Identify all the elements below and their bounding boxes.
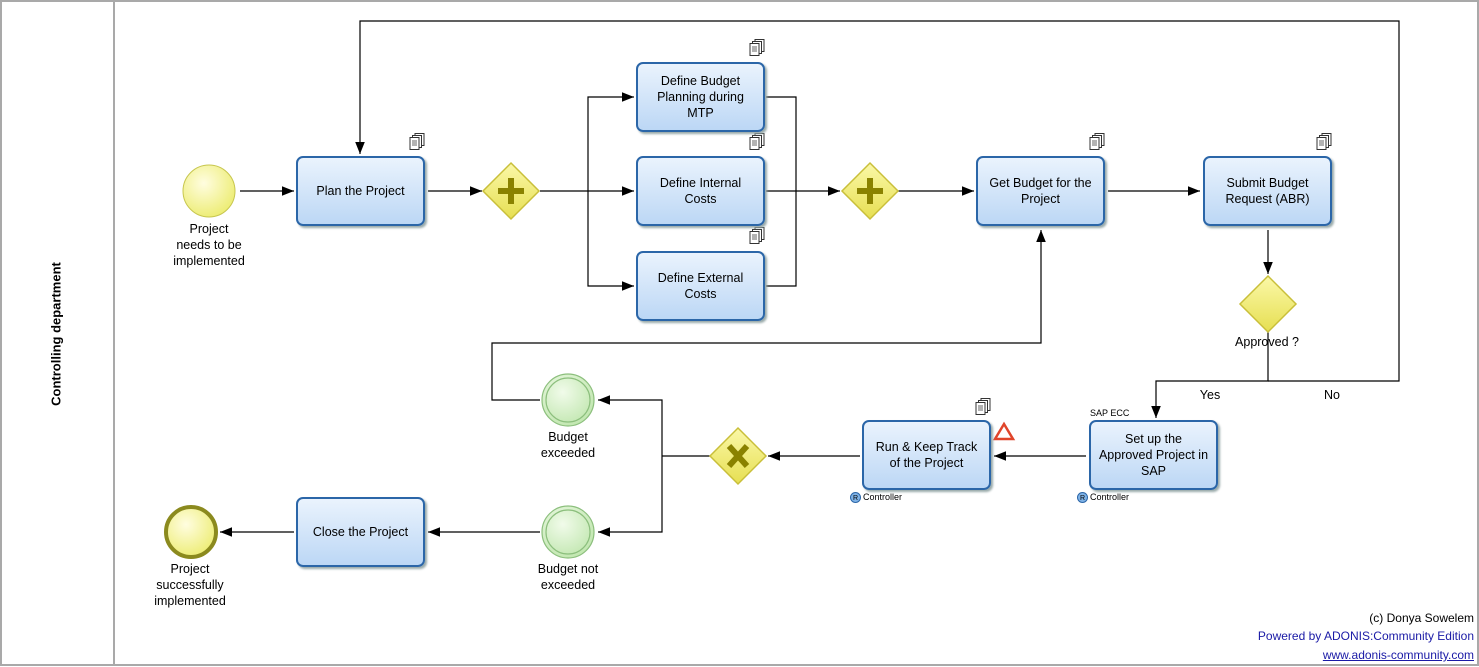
budget-not-exceeded-label: Budget not exceeded	[537, 562, 599, 592]
parallel-gateway-join	[840, 161, 900, 221]
flow-split-to-external	[587, 191, 634, 291]
task-submit-budget-request[interactable]: Submit Budget Request (ABR)	[1203, 156, 1332, 226]
flow-xor-to-not-exceeded	[598, 456, 663, 537]
document-stack-icon	[1316, 133, 1332, 150]
risk-warning-icon	[992, 421, 1016, 441]
exclusive-gateway-budget-check	[708, 426, 768, 486]
role-icon: R	[850, 492, 861, 504]
lane-divider	[113, 0, 115, 664]
copyright-text: (c) Donya Sowelem	[1369, 611, 1474, 625]
start-event	[182, 164, 236, 218]
role-icon: R	[1077, 492, 1088, 504]
task-close-project[interactable]: Close the Project	[296, 497, 425, 567]
flow-budget-to-join	[766, 96, 797, 191]
end-event	[164, 505, 218, 559]
exclusive-gateway-x-icon	[726, 443, 750, 469]
parallel-gateway-plus-icon	[857, 178, 883, 204]
document-stack-icon	[975, 398, 991, 415]
exclusive-gateway-approved	[1238, 274, 1298, 334]
document-stack-icon	[749, 227, 765, 244]
approved-gateway-label: Approved ?	[1235, 335, 1299, 349]
intermediate-event-budget-not-exceeded	[541, 505, 595, 559]
task-define-budget-planning[interactable]: Define Budget Planning during MTP	[636, 62, 765, 132]
budget-exceeded-label: Budget exceeded	[540, 430, 596, 460]
parallel-gateway-plus-icon	[498, 178, 524, 204]
intermediate-event-budget-exceeded	[541, 373, 595, 427]
flow-approved-no	[355, 20, 1400, 382]
flow-label-yes: Yes	[1199, 388, 1221, 402]
start-event-label: Project needs to be implemented	[173, 222, 245, 268]
sap-ecc-annotation: SAP ECC	[1090, 408, 1130, 418]
parallel-gateway-split	[481, 161, 541, 221]
task-get-budget[interactable]: Get Budget for the Project	[976, 156, 1105, 226]
sequence-flows	[220, 20, 1400, 537]
flow-external-to-join	[766, 191, 797, 287]
flow-split-to-budget	[587, 92, 634, 191]
task-define-external-costs[interactable]: Define External Costs	[636, 251, 765, 321]
document-stack-icon	[409, 133, 425, 150]
flow-approved-yes	[1151, 332, 1269, 418]
flow-xor-to-exceeded	[598, 395, 663, 456]
task-setup-sap-project[interactable]: Set up the Approved Project in SAP	[1089, 420, 1218, 490]
adonis-community-link[interactable]: www.adonis-community.com	[1322, 648, 1474, 662]
role-label: Controller	[863, 492, 903, 502]
end-event-label: Project successfully implemented	[154, 562, 226, 608]
document-stack-icon	[749, 39, 765, 56]
flow-label-no: No	[1324, 388, 1340, 402]
document-stack-icon	[1089, 133, 1105, 150]
task-define-internal-costs[interactable]: Define Internal Costs	[636, 156, 765, 226]
task-run-keep-track[interactable]: Run & Keep Track of the Project	[862, 420, 991, 490]
role-label: Controller	[1090, 492, 1130, 502]
task-plan-project[interactable]: Plan the Project	[296, 156, 425, 226]
document-stack-icon	[749, 133, 765, 150]
powered-by-text: Powered by ADONIS:Community Edition	[1257, 629, 1474, 643]
flow-exceeded-to-get-budget	[491, 230, 1046, 401]
